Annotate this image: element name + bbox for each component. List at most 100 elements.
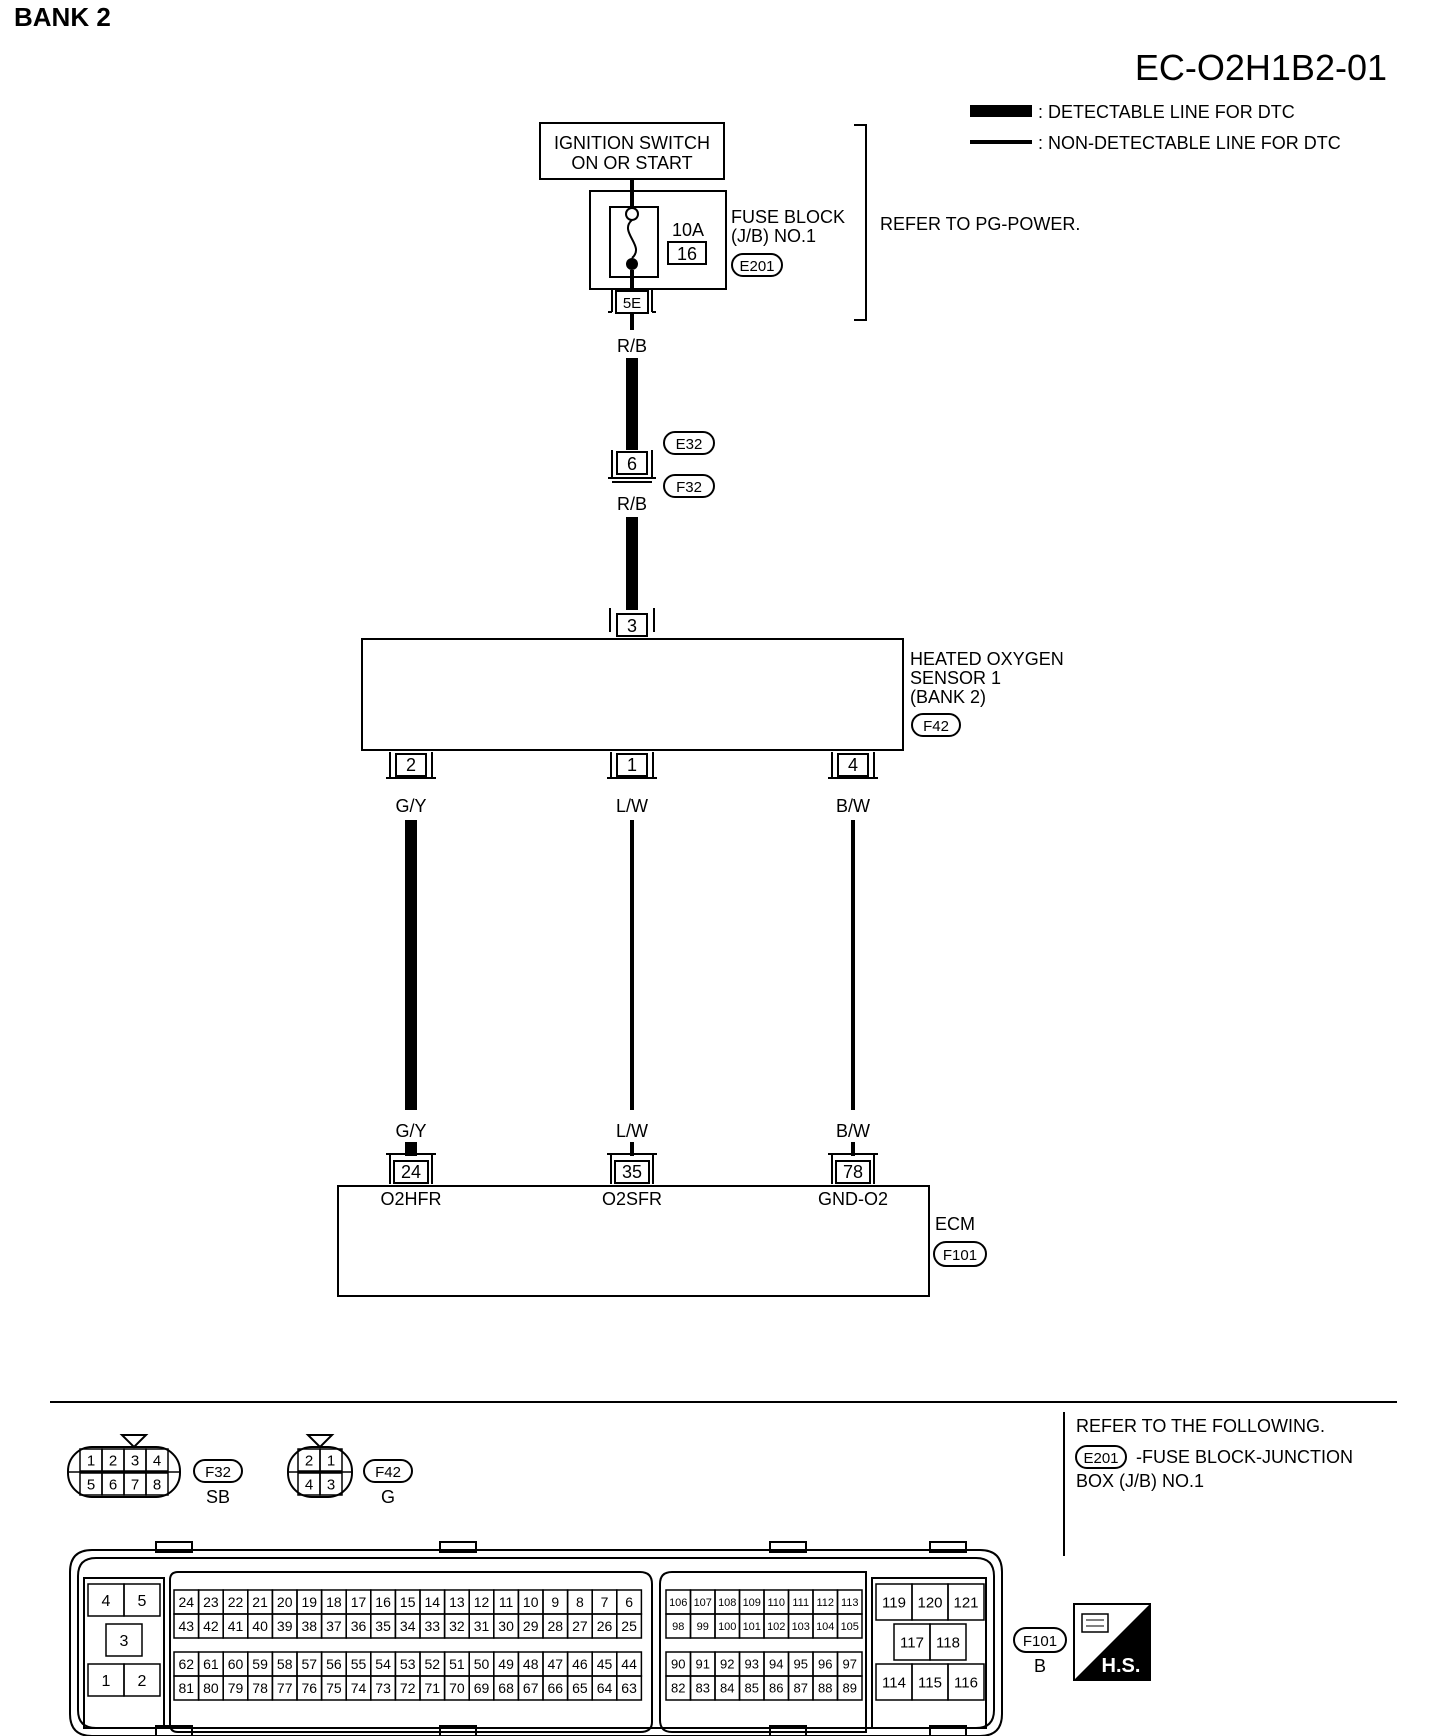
pin-number: 53 [400, 1656, 416, 1672]
wire-label-lw-bottom: L/W [616, 1121, 648, 1141]
ecm-pin-left: 24 [386, 1153, 436, 1184]
svg-text:24: 24 [401, 1162, 421, 1182]
pin-number: 55 [351, 1656, 367, 1672]
pin-number: 58 [277, 1656, 293, 1672]
pin-number: 105 [841, 1621, 859, 1633]
power-bracket [854, 124, 867, 321]
pin-number: 8 [576, 1594, 584, 1610]
svg-text:2: 2 [406, 755, 416, 775]
svg-text:E201: E201 [1083, 1450, 1118, 1467]
pin-number: 90 [671, 1657, 685, 1672]
pin-number: 20 [277, 1594, 293, 1610]
pin-number: 116 [954, 1674, 978, 1691]
fuse-element-icon [626, 219, 638, 259]
diagram-code: EC-O2H1B2-01 [1135, 47, 1387, 88]
sensor-label-1: HEATED OXYGEN [910, 649, 1064, 669]
svg-text:F42: F42 [923, 718, 949, 735]
connector-f32-color: SB [206, 1487, 230, 1507]
fuse-block-terminal: 5E [608, 289, 656, 314]
pin-number: 51 [449, 1656, 465, 1672]
pin-number: 16 [375, 1594, 391, 1610]
sensor-label-3: (BANK 2) [910, 687, 986, 707]
pin-number: 5 [87, 1476, 95, 1493]
pin-number: 60 [228, 1656, 244, 1672]
sensor-pin-mid: 1 [607, 752, 657, 779]
pin-number: 22 [228, 1594, 244, 1610]
pin-number: 32 [449, 1618, 465, 1634]
pin-cell [145, 1448, 169, 1472]
wire-label-bw-bottom: B/W [836, 1121, 870, 1141]
pin-number: 88 [818, 1681, 832, 1696]
svg-text:F101: F101 [1023, 1633, 1057, 1650]
sensor-pin-top: 3 [609, 608, 655, 637]
pin-number: 63 [621, 1680, 637, 1696]
pin-number: 52 [425, 1656, 441, 1672]
pin-cell [616, 1675, 643, 1701]
pin-number: 75 [326, 1680, 342, 1696]
svg-text:1: 1 [627, 755, 637, 775]
pin-number: 39 [277, 1618, 293, 1634]
pin-number: 66 [548, 1680, 564, 1696]
pin-number: 5 [138, 1593, 147, 1610]
connector-f42-tag: F42 G [363, 1459, 413, 1507]
connector-key-icon [119, 1434, 149, 1449]
pin-number: 9 [551, 1594, 559, 1610]
pin-number: 54 [375, 1656, 391, 1672]
refer-connector-tag: E201 [1075, 1445, 1127, 1469]
pin-number: 2 [109, 1452, 117, 1469]
joint-connector-bottom: F32 [676, 479, 702, 496]
ignition-switch: IGNITION SWITCH ON OR START [539, 122, 725, 180]
pin-number: 99 [697, 1621, 709, 1633]
pin-number: 80 [203, 1680, 219, 1696]
pin-cell [836, 1613, 863, 1639]
pin-number: 74 [351, 1680, 367, 1696]
pin-number: 7 [601, 1594, 609, 1610]
ecm-pin-right: 78 [828, 1153, 878, 1184]
pin-number: 92 [720, 1657, 734, 1672]
pin-number: 85 [745, 1681, 759, 1696]
pin-number: 41 [228, 1618, 244, 1634]
pin-number: 103 [792, 1621, 810, 1633]
svg-text:F32: F32 [205, 1464, 231, 1481]
pin-number: 59 [252, 1656, 268, 1672]
pin-number: 45 [597, 1656, 613, 1672]
pin-number: 15 [400, 1594, 416, 1610]
pin-number: 94 [769, 1657, 783, 1672]
refer-title: REFER TO THE FOLLOWING. [1076, 1416, 1325, 1436]
pin-number: 91 [696, 1657, 710, 1672]
ecm-signal-gnd: GND-O2 [818, 1189, 888, 1209]
ecm-box [337, 1185, 930, 1297]
pin-number: 11 [499, 1594, 514, 1610]
pin-number: 8 [153, 1476, 161, 1493]
wire-label-gy-top: G/Y [395, 796, 426, 816]
pin-number: 27 [572, 1618, 588, 1634]
legend-detectable: : DETECTABLE LINE FOR DTC [1038, 102, 1295, 122]
pin-number: 83 [696, 1681, 710, 1696]
ecm-pin-mid: 35 [607, 1153, 657, 1184]
pin-number: 31 [474, 1618, 490, 1634]
connector-f101-tag: F101 B [1013, 1627, 1067, 1676]
pin-number: 79 [228, 1680, 244, 1696]
pin-number: 86 [769, 1681, 783, 1696]
pin-number: 12 [474, 1594, 490, 1610]
refer-item-1: -FUSE BLOCK-JUNCTION [1136, 1447, 1353, 1467]
pin-number: 4 [153, 1452, 161, 1469]
pin-number: 96 [818, 1657, 832, 1672]
ecm-signal-o2hfr: O2HFR [380, 1189, 441, 1209]
pin-number: 98 [672, 1621, 684, 1633]
svg-text:F42: F42 [375, 1464, 401, 1481]
pin-number: 49 [498, 1656, 514, 1672]
pin-number: 40 [252, 1618, 268, 1634]
pin-number: 17 [351, 1594, 367, 1610]
pin-number: 82 [671, 1681, 685, 1696]
hs-label: H.S. [1102, 1655, 1141, 1677]
pin-number: 33 [425, 1618, 441, 1634]
pin-number: 1 [87, 1452, 95, 1469]
pin-number: 64 [597, 1680, 613, 1696]
ignition-label-2: ON OR START [571, 153, 692, 173]
pin-number: 25 [621, 1618, 637, 1634]
pin-number: 121 [953, 1594, 978, 1611]
pin-number: 117 [900, 1634, 924, 1651]
pin-number: 47 [548, 1656, 564, 1672]
